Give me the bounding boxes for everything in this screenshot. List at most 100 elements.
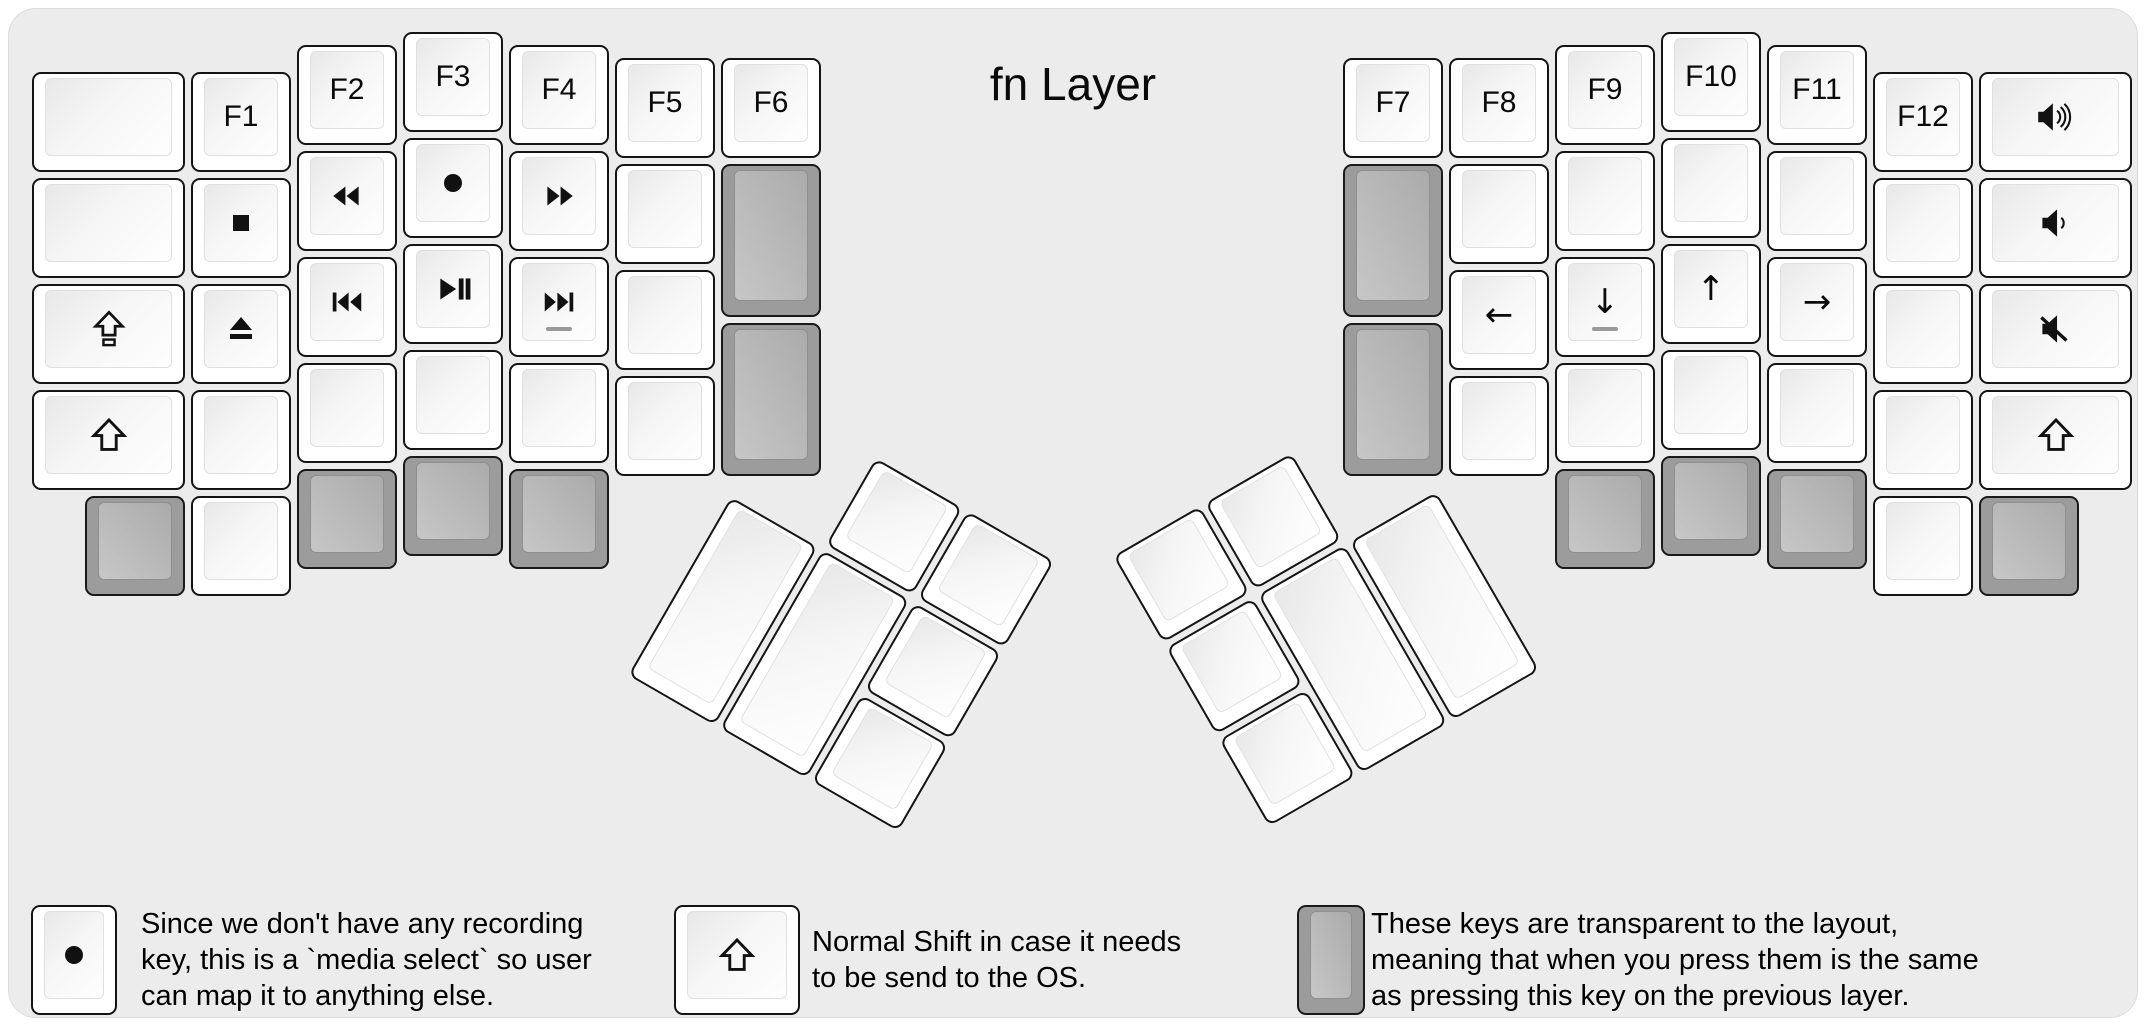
key-label: F7 — [1375, 86, 1411, 119]
left-r4-c5-blank[interactable] — [615, 376, 715, 476]
vol-down-icon — [2034, 204, 2078, 242]
layer-title: fn Layer — [989, 58, 1157, 110]
homing-bar — [546, 327, 572, 331]
key-volume-up[interactable] — [1979, 72, 2132, 172]
key-f8[interactable]: F8 — [1449, 58, 1549, 158]
key-arrow-right[interactable]: → — [1767, 257, 1867, 357]
stop-icon — [223, 205, 259, 241]
right-r4-c9-blank[interactable] — [1555, 363, 1655, 463]
vol-up-icon — [2034, 98, 2078, 136]
left-r1-outer-blank[interactable] — [32, 72, 185, 172]
right-r3-c12-blank[interactable] — [1873, 284, 1973, 384]
shift-icon — [717, 935, 757, 975]
right-inner-transparent-1[interactable] — [1343, 164, 1443, 317]
left-r5-outer-transparent[interactable] — [85, 496, 185, 596]
key-label: F1 — [223, 100, 259, 133]
right-r2-c9-blank[interactable] — [1555, 151, 1655, 251]
legend-key-media-select — [31, 905, 117, 1015]
key-f11[interactable]: F11 — [1767, 45, 1867, 145]
key-media-select[interactable] — [403, 138, 503, 238]
left-r5-c3-transparent[interactable] — [403, 456, 503, 556]
left-inner-transparent-1[interactable] — [721, 164, 821, 317]
key-label: F8 — [1481, 86, 1517, 119]
key-arrow-down[interactable]: ↓ — [1555, 257, 1655, 357]
right-r2-c12-blank[interactable] — [1873, 178, 1973, 278]
key-f10[interactable]: F10 — [1661, 32, 1761, 132]
legend-text-media-select: Since we don't have any recording key, t… — [141, 908, 592, 1012]
left-r2-c5-blank[interactable] — [615, 164, 715, 264]
legend-text-transparent: These keys are transparent to the layout… — [1371, 908, 1979, 1012]
key-f7[interactable]: F7 — [1343, 58, 1443, 158]
key-f12[interactable]: F12 — [1873, 72, 1973, 172]
keyboard-layout-board: fn Layer Since we don't have any recordi… — [8, 8, 2138, 1018]
right-r5-c11-transparent[interactable] — [1767, 469, 1867, 569]
right-r5-c9-transparent[interactable] — [1555, 469, 1655, 569]
key-right-shift[interactable] — [1979, 390, 2132, 490]
record-icon — [435, 165, 471, 201]
left-r5-c4-transparent[interactable] — [509, 469, 609, 569]
right-r4-c12-blank[interactable] — [1873, 390, 1973, 490]
key-f3[interactable]: F3 — [403, 32, 503, 132]
key-fast-forward[interactable] — [509, 151, 609, 251]
right-r4-c10-blank[interactable] — [1661, 350, 1761, 450]
key-label: ← — [1484, 295, 1514, 335]
key-rewind[interactable] — [297, 151, 397, 251]
right-r5-outer-transparent[interactable] — [1979, 496, 2079, 596]
left-r5-c1-blank[interactable] — [191, 496, 291, 596]
record-icon — [56, 937, 92, 973]
left-inner-transparent-2[interactable] — [721, 323, 821, 476]
key-label: F10 — [1685, 60, 1737, 93]
key-label: F12 — [1897, 100, 1949, 133]
key-label: → — [1802, 282, 1832, 322]
key-caps-lock[interactable] — [32, 284, 185, 384]
right-r5-c10-transparent[interactable] — [1661, 456, 1761, 556]
left-r4-c3-blank[interactable] — [403, 350, 503, 450]
right-r2-c8-blank[interactable] — [1449, 164, 1549, 264]
prev-icon — [328, 283, 366, 321]
key-volume-down[interactable] — [1979, 178, 2132, 278]
key-left-shift[interactable] — [32, 390, 185, 490]
key-label: F9 — [1587, 73, 1623, 106]
legend-key-transparent — [1297, 905, 1365, 1015]
shift-icon — [2036, 415, 2076, 455]
key-f4[interactable]: F4 — [509, 45, 609, 145]
left-r3-c5-blank[interactable] — [615, 270, 715, 370]
key-label: F11 — [1792, 73, 1842, 106]
mute-icon — [2034, 310, 2078, 348]
key-label: F5 — [647, 86, 683, 119]
right-r5-c12-blank[interactable] — [1873, 496, 1973, 596]
key-f1[interactable]: F1 — [191, 72, 291, 172]
left-r2-outer-blank[interactable] — [32, 178, 185, 278]
key-label: ↓ — [1590, 282, 1620, 322]
capslock-icon — [89, 309, 129, 349]
eject-icon — [223, 311, 259, 347]
key-stop[interactable] — [191, 178, 291, 278]
key-eject[interactable] — [191, 284, 291, 384]
key-f5[interactable]: F5 — [615, 58, 715, 158]
right-r2-c10-blank[interactable] — [1661, 138, 1761, 238]
key-next-track[interactable] — [509, 257, 609, 357]
right-r4-c11-blank[interactable] — [1767, 363, 1867, 463]
key-play-pause[interactable] — [403, 244, 503, 344]
key-arrow-left[interactable]: ← — [1449, 270, 1549, 370]
next-icon — [540, 283, 578, 321]
left-r4-c4-blank[interactable] — [509, 363, 609, 463]
legend-key-shift — [674, 905, 800, 1015]
key-f6[interactable]: F6 — [721, 58, 821, 158]
key-mute[interactable] — [1979, 284, 2132, 384]
right-inner-transparent-2[interactable] — [1343, 323, 1443, 476]
key-arrow-up[interactable]: ↑ — [1661, 244, 1761, 344]
right-r4-c8-blank[interactable] — [1449, 376, 1549, 476]
left-r4-c1-blank[interactable] — [191, 390, 291, 490]
left-r4-c2-blank[interactable] — [297, 363, 397, 463]
key-prev-track[interactable] — [297, 257, 397, 357]
shift-icon — [89, 415, 129, 455]
key-label: F4 — [541, 73, 577, 106]
key-label: ↑ — [1696, 269, 1726, 309]
key-label: F6 — [753, 86, 789, 119]
homing-bar — [1592, 327, 1618, 331]
left-r5-c2-transparent[interactable] — [297, 469, 397, 569]
right-r2-c11-blank[interactable] — [1767, 151, 1867, 251]
key-f9[interactable]: F9 — [1555, 45, 1655, 145]
key-f2[interactable]: F2 — [297, 45, 397, 145]
